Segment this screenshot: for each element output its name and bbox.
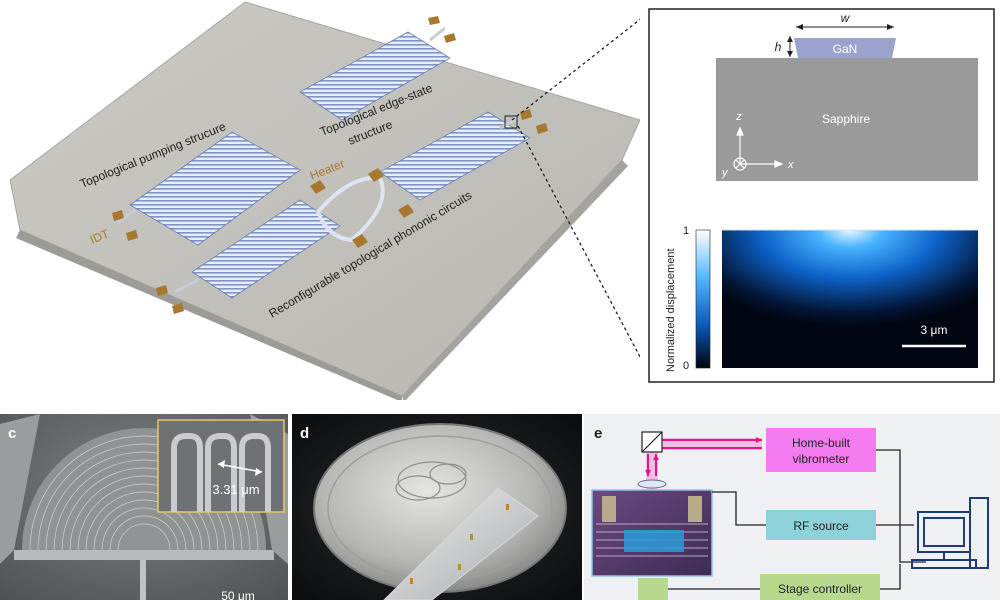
- label-sapphire: Sapphire: [822, 112, 870, 126]
- label-h: h: [775, 40, 782, 54]
- heater-ring: [315, 175, 385, 243]
- inset-zoom: 3.31 μm: [157, 419, 285, 513]
- rf-source-box: [766, 510, 876, 540]
- colorbar-max: 1: [683, 225, 689, 237]
- axis-y: y: [721, 167, 729, 179]
- axis-z: z: [735, 111, 742, 123]
- chip-front-edge: [402, 160, 628, 400]
- reconfigurable-circuit: [174, 111, 531, 299]
- scale-bar-label: 3 μm: [921, 323, 948, 337]
- panel-d-photo: d: [292, 414, 582, 600]
- colorbar-label: Normalized displacement: [665, 249, 677, 373]
- panel-e-letter: e: [594, 425, 602, 442]
- mode-field-plot: [722, 230, 978, 368]
- panel-d-letter: d: [300, 425, 309, 442]
- axes-icon: [733, 126, 784, 171]
- colorbar-min: 0: [683, 360, 689, 372]
- callout-line-bottom: [517, 125, 640, 359]
- panel-c-sem-image: 3.31 μm c 50 μm: [0, 414, 288, 600]
- sample-photo: [591, 489, 713, 577]
- vibrometer-label-2: vibrometer: [793, 452, 850, 466]
- edge-state-structure: [299, 26, 451, 121]
- label-gan: GaN: [833, 42, 858, 56]
- beam-splitter-icon: [641, 431, 663, 453]
- panel-a-chip-rendering: Topological pumping strucure Topological…: [9, 1, 640, 400]
- inset-measure: 3.31 μm: [212, 482, 259, 497]
- pumping-structure: [129, 131, 301, 246]
- vibrometer-label-1: Home-built: [792, 436, 851, 450]
- chip-side-edge: [16, 230, 402, 400]
- label-idt: IDT: [88, 226, 112, 246]
- axis-x: x: [787, 159, 794, 171]
- panel-b-cross-section: w h GaN Sapphire z x y 3 μm 1 0 Normaliz…: [648, 8, 995, 383]
- panel-e-setup-diagram: e Home-built vibrometer: [584, 414, 1000, 600]
- rf-source-label: RF source: [793, 519, 849, 533]
- gan-ridge: [794, 38, 896, 58]
- glass-chip: [383, 487, 539, 600]
- lens-icon: [637, 479, 667, 489]
- stage-controller-box: [760, 574, 880, 600]
- vibrometer-box: [766, 428, 876, 472]
- electrode-pads: [112, 16, 548, 314]
- stage-block: [638, 578, 668, 600]
- colorbar: [695, 229, 711, 369]
- computer-icon: [911, 497, 989, 569]
- panel-c-letter: c: [8, 425, 16, 442]
- sapphire-substrate: [716, 58, 978, 181]
- label-w: w: [841, 11, 851, 25]
- callout-box: [504, 115, 518, 129]
- stage-controller-label: Stage controller: [778, 582, 862, 596]
- panel-c-scale-bar: 50 μm: [221, 589, 255, 600]
- chip-substrate: [9, 1, 640, 397]
